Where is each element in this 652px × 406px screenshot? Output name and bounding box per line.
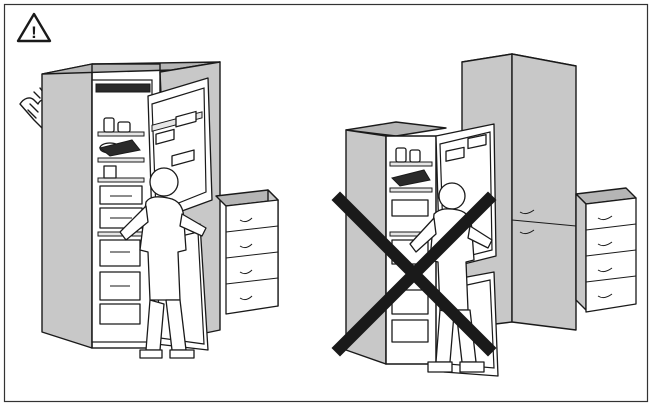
person-figure-2 bbox=[409, 182, 493, 373]
cabinet-side bbox=[41, 63, 93, 349]
scene-incorrect-installation bbox=[331, 53, 637, 377]
person-figure bbox=[119, 167, 207, 359]
warning-icon: ! bbox=[16, 12, 52, 43]
warning-symbol: ! bbox=[31, 23, 37, 42]
frame-border bbox=[3, 3, 649, 403]
forbidden-cross-icon bbox=[331, 191, 497, 357]
scene-correct-installation bbox=[41, 61, 279, 359]
